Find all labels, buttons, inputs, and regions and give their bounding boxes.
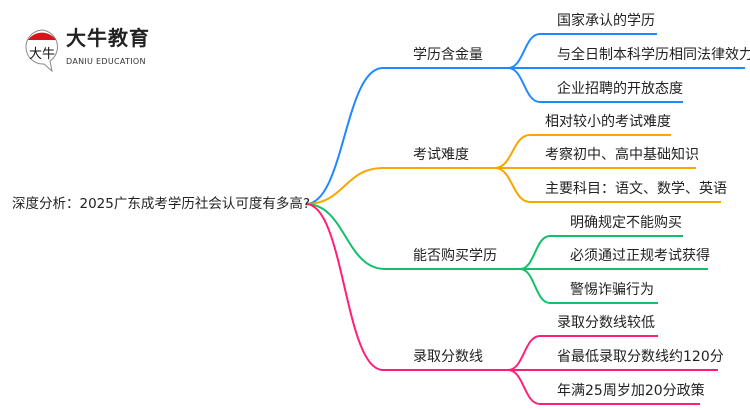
child-label: 企业招聘的开放态度 bbox=[557, 81, 683, 97]
child-label: 录取分数线较低 bbox=[557, 315, 655, 331]
branch-line bbox=[305, 167, 495, 205]
logo-mark-text: 大牛 bbox=[29, 47, 55, 62]
child-label: 考察初中、高中基础知识 bbox=[545, 147, 699, 163]
child-line bbox=[507, 335, 658, 371]
child-label: 必须通过正规考试获得 bbox=[570, 248, 710, 264]
branch-label: 能否购买学历 bbox=[413, 248, 497, 264]
branch-line bbox=[305, 203, 508, 371]
child-label: 相对较小的考试难度 bbox=[545, 114, 671, 130]
branch-line bbox=[305, 67, 508, 205]
child-label: 主要科目：语文、数学、英语 bbox=[545, 181, 727, 197]
child-label: 明确规定不能购买 bbox=[570, 215, 682, 231]
branch-line bbox=[305, 203, 520, 270]
child-line bbox=[494, 167, 721, 203]
logo-mark-icon: 大牛 bbox=[25, 29, 58, 73]
child-label: 省最低录取分数线约120分 bbox=[557, 349, 724, 365]
child-line bbox=[519, 235, 683, 270]
child-line bbox=[519, 268, 658, 304]
logo-name: 大牛教育 bbox=[66, 26, 150, 50]
child-label: 国家承认的学历 bbox=[557, 13, 655, 29]
child-label: 警惕诈骗行为 bbox=[570, 282, 654, 298]
child-line bbox=[507, 67, 683, 103]
branch-label: 录取分数线 bbox=[413, 349, 483, 365]
logo: 大牛 大牛教育 DANIU EDUCATION bbox=[22, 26, 182, 74]
root-topic: 深度分析：2025广东成考学历社会认可度有多高? bbox=[12, 196, 311, 212]
child-line bbox=[507, 33, 657, 69]
child-line bbox=[494, 134, 671, 169]
branch-label: 学历含金量 bbox=[413, 47, 483, 63]
branch-label: 考试难度 bbox=[413, 147, 469, 163]
child-label: 与全日制本科学历相同法律效力 bbox=[557, 47, 750, 63]
child-line bbox=[507, 369, 700, 405]
child-label: 年满25周岁加20分政策 bbox=[557, 383, 705, 399]
logo-subtitle: DANIU EDUCATION bbox=[66, 57, 146, 66]
